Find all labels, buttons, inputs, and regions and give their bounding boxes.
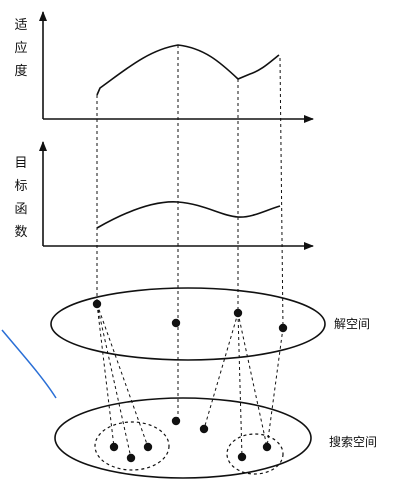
- search-point: [262, 442, 272, 452]
- solution-space-ellipse: [50, 287, 326, 361]
- solution-space-label: 解空间: [334, 317, 371, 331]
- mapping-lines: [96, 303, 284, 459]
- search-point: [143, 442, 153, 452]
- search-point: [199, 424, 209, 434]
- solution-point: [171, 318, 181, 328]
- projection-lines: [96, 45, 284, 418]
- search-point: [171, 416, 181, 426]
- search-cluster-right: [226, 433, 284, 475]
- objective-axes: [39, 141, 314, 250]
- blue-annotation-line: [1, 329, 57, 399]
- solution-point: [278, 323, 288, 333]
- search-space-ellipse: [54, 397, 312, 479]
- search-point: [237, 452, 247, 462]
- objective-axis-label: 目 标 函 数: [14, 156, 28, 240]
- search-point: [126, 453, 136, 463]
- fitness-curve: [96, 44, 280, 96]
- objective-curve: [96, 201, 281, 229]
- search-space-label: 搜索空间: [329, 435, 378, 449]
- fitness-axis-label: 适 应 度: [14, 18, 28, 79]
- solution-points: [92, 299, 288, 333]
- solution-point: [233, 308, 243, 318]
- solution-point: [92, 299, 102, 309]
- search-points: [109, 416, 272, 463]
- search-cluster-left: [94, 421, 170, 471]
- search-point: [109, 442, 119, 452]
